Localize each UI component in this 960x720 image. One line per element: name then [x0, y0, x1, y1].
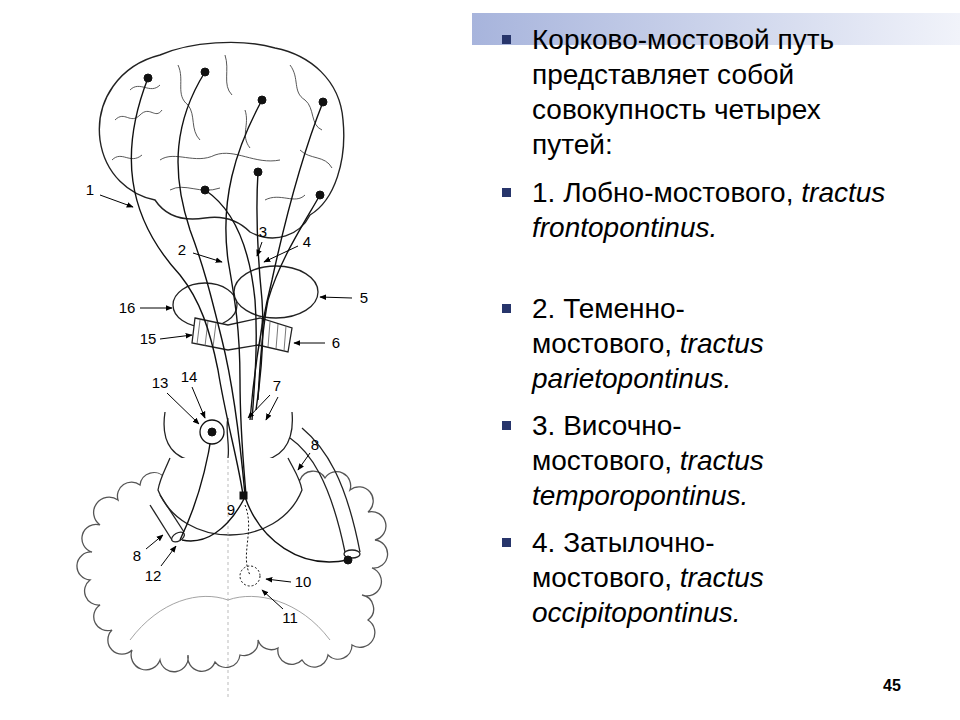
callout-number: 5 — [360, 290, 368, 306]
callout-number: 4 — [303, 234, 311, 250]
tracts — [131, 72, 348, 586]
callout-number: 6 — [332, 335, 340, 351]
bullet-text: 3. Височно-мостового, — [532, 410, 682, 476]
brain — [99, 42, 343, 237]
brainstem — [150, 412, 360, 700]
callout-number: 14 — [181, 369, 198, 385]
callout-number: 12 — [145, 568, 162, 584]
bullet-item: 4. Затылочно-мостового,tractus occipitop… — [532, 525, 888, 630]
nuclei — [144, 68, 352, 564]
cerebellum — [77, 471, 388, 672]
bullet-text: Корково-мостовой путь представляет собой… — [532, 24, 834, 160]
callout-number: 1 — [86, 182, 94, 198]
callout-number: 8 — [311, 437, 319, 453]
callout-number: 7 — [273, 378, 281, 394]
callout-number: 10 — [295, 574, 312, 590]
bullet-item: Корково-мостовой путь представляет собой… — [532, 22, 888, 162]
callout-number: 16 — [119, 300, 136, 316]
bullet-item: 1. Лобно-мостового,tractus frontopontinu… — [532, 175, 888, 245]
callout-number: 8 — [133, 548, 141, 564]
bullet-item: 2. Теменно-мостового,tractus parietopont… — [532, 291, 888, 396]
callout-number: 11 — [282, 610, 298, 626]
callout-number: 3 — [259, 224, 267, 240]
callout-number: 15 — [140, 331, 157, 347]
callout-number: 13 — [152, 375, 169, 391]
capsule — [173, 266, 318, 352]
bullet-text: 2. Теменно-мостового, — [532, 293, 685, 359]
leader-lines — [100, 195, 352, 609]
bullet-text: 1. Лобно-мостового, — [532, 177, 793, 208]
callout-number: 9 — [227, 502, 235, 518]
page-number: 45 — [883, 677, 901, 695]
callout-number: 2 — [178, 242, 186, 258]
bullet-item: 3. Височно-мостового,tractus temporopont… — [532, 408, 888, 513]
